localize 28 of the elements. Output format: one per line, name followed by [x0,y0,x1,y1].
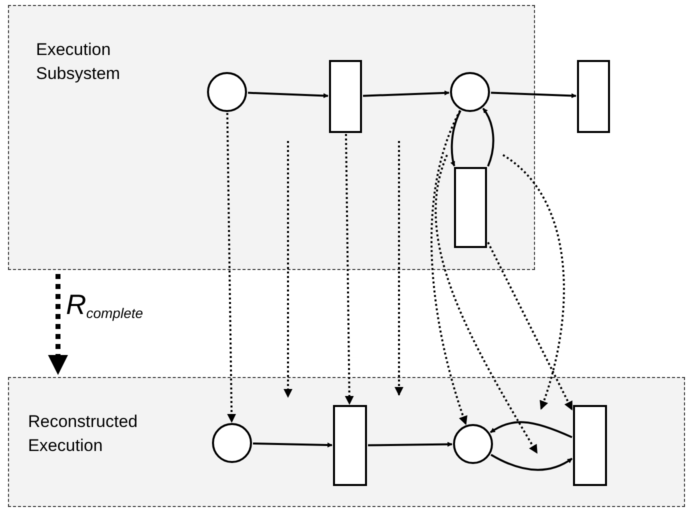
mapping-arrow [430,110,468,426]
mapping-arrow [226,112,236,423]
mapping-arrow [284,141,292,398]
mapping-arrow [502,154,565,410]
mapping-arrow [435,154,538,454]
arc-arrow [450,110,462,166]
transition-box [454,167,487,248]
edge-label: R$_{complete}$ [66,288,144,322]
arc-arrow [490,454,573,471]
arc-arrow [252,442,332,448]
subsystem-panel [8,5,535,270]
arc-arrow [490,421,572,438]
mapping-arrow [344,134,354,405]
arc-arrow [248,92,328,98]
reconstruction-arrow [48,274,68,375]
panel-title: Execution Subsystem [36,39,122,85]
mapping-arrow [394,141,404,396]
transition-box [577,60,610,133]
arc-arrow [362,90,450,97]
arc-arrow [368,442,452,447]
arc-arrow [490,92,576,98]
panel-title: Reconstructed Execution [28,411,139,457]
subsystem-panel [8,377,685,507]
transition-box [333,405,367,486]
mapping-arrow [487,242,573,410]
transition-box [573,405,607,486]
arc-arrow [482,108,494,167]
transition-box [329,60,362,133]
